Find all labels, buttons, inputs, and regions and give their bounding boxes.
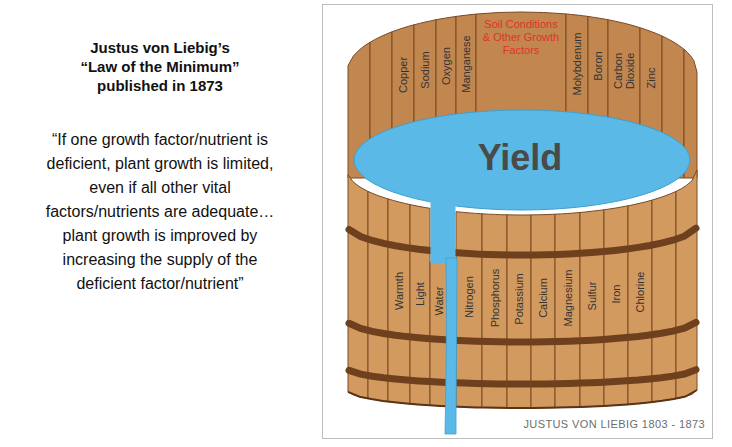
- front-stave: [580, 210, 604, 407]
- front-stave: [531, 214, 555, 408]
- front-stave: [507, 215, 531, 408]
- front-stave: [652, 191, 676, 402]
- stave-label: Potassium: [513, 273, 525, 324]
- credit-text: JUSTUS VON LIEBIG 1803 - 1873: [523, 418, 705, 430]
- front-stave: [388, 199, 410, 404]
- stave-label: Sodium: [419, 51, 431, 88]
- back-stave: [476, 12, 566, 178]
- barrel-hoop: [349, 322, 696, 342]
- stave-label: Iron: [610, 285, 622, 304]
- front-stave: [676, 170, 697, 399]
- water-stream: [445, 258, 457, 434]
- stave-label: Calcium: [537, 278, 549, 318]
- stave-label: Oxygen: [440, 47, 452, 85]
- stave-label: Copper: [397, 57, 409, 93]
- heading: Justus von Liebig’s “Law of the Minimum”…: [72, 38, 248, 95]
- front-stave: [604, 206, 628, 406]
- stave-label: Phosphorus: [489, 269, 501, 328]
- yield-label: Yield: [478, 137, 563, 179]
- stave-label: Molybdenum: [571, 33, 583, 96]
- overflow-water: [431, 198, 456, 263]
- stave-label: Magnesium: [562, 269, 574, 326]
- front-stave: [368, 191, 388, 401]
- stave-label: Carbon Dioxide: [612, 46, 636, 96]
- stave-label: Boron: [592, 51, 604, 80]
- barrel-bottom: [348, 390, 697, 408]
- stave-label: Chlorine: [634, 271, 646, 312]
- water-surface: [354, 110, 690, 210]
- barrel-hoop: [349, 370, 696, 384]
- quote-text: “If one growth factor/nutrient is defici…: [40, 128, 280, 296]
- stave-label: Water: [433, 287, 445, 316]
- stave-label: Manganese: [460, 35, 472, 93]
- stave-label: Nitrogen: [463, 276, 475, 318]
- stave-label: Warmth: [393, 272, 405, 310]
- frame: [323, 5, 713, 439]
- front-stave: [348, 175, 368, 399]
- stave-label: Soil Conditions & Other Growth Factors: [481, 18, 561, 57]
- stave-label: Sulfur: [586, 282, 598, 311]
- front-stave: [410, 205, 430, 406]
- front-stave: [456, 212, 482, 408]
- stave-label: Light: [414, 282, 426, 306]
- front-stave: [555, 213, 580, 408]
- front-stave: [628, 200, 652, 404]
- stave-label: Zinc: [645, 68, 657, 89]
- barrel-hoop: [349, 228, 696, 255]
- front-stave: [482, 214, 507, 408]
